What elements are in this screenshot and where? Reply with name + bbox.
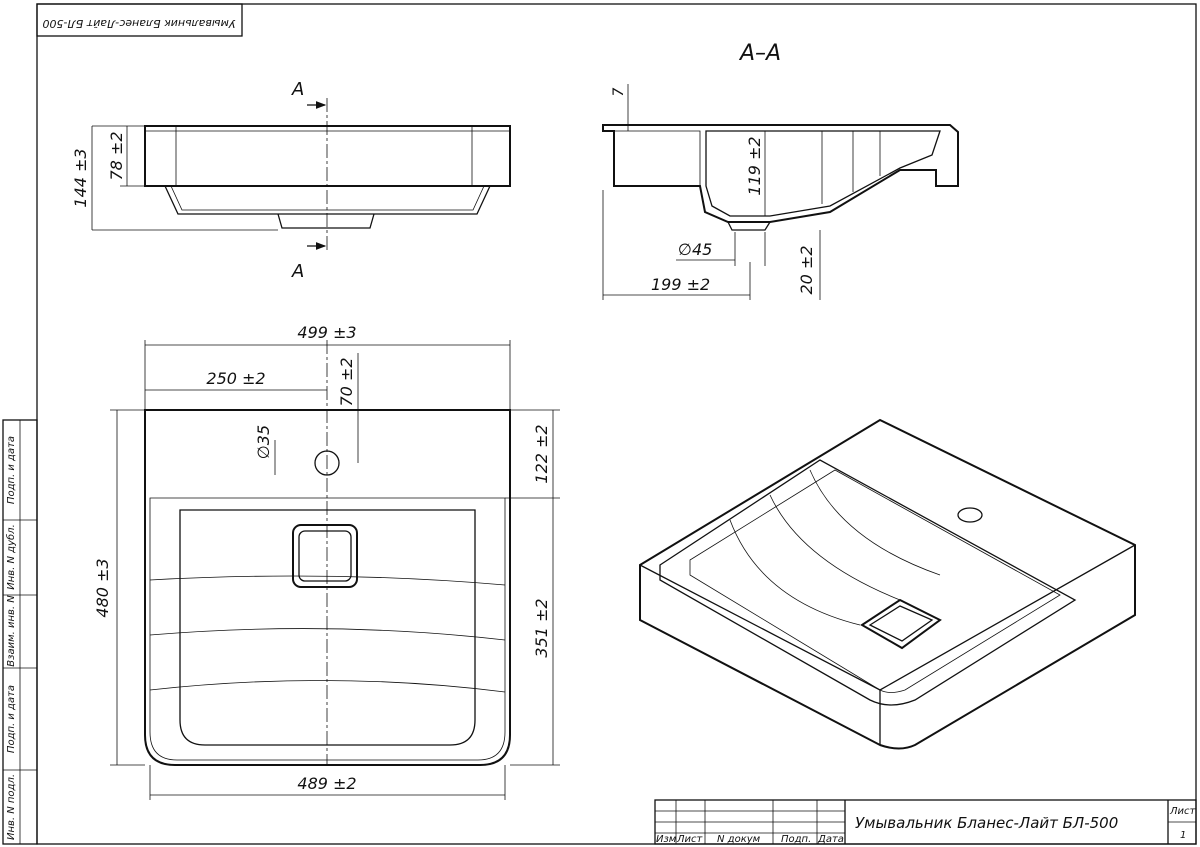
dim-bowl-depth: 351 ±2 — [532, 598, 551, 657]
sheet-number: 1 — [1180, 830, 1186, 841]
dim-total-height: 144 ±3 — [71, 148, 90, 207]
corner-stamp: Умывальник Бланес-Лайт БЛ-500 — [36, 3, 243, 37]
title-block: Изм Лист N докум Подп. Дата Умывальник Б… — [654, 799, 1197, 845]
iso-tap-hole — [957, 507, 983, 523]
cut-mark-bottom: А — [291, 261, 304, 282]
dim-depth: 119 ±2 — [745, 136, 764, 195]
side-view: А А 144 ±3 78 ±2 — [71, 79, 511, 282]
dim-drain-dia: ∅45 — [678, 240, 712, 259]
sheet-label: Лист — [1169, 806, 1197, 817]
dim-depth-total: 480 ±3 — [93, 558, 112, 617]
side-stamp-label-2: Инв. N дубл. — [5, 524, 17, 590]
side-stamp-label-4: Подп. и дата — [6, 685, 17, 753]
dim-rim-height: 78 ±2 — [107, 131, 126, 180]
side-stamp: Подп. и дата Инв. N дубл. Взаим. инв. N … — [2, 419, 38, 845]
col-label-doc: N докум — [717, 834, 761, 845]
isometric-view — [639, 418, 1136, 750]
plan-view: 499 ±3 250 ±2 70 ±2 ∅35 480 ±3 122 ±2 35… — [93, 323, 560, 800]
dim-bottom-width: 489 ±2 — [297, 774, 356, 793]
sheet-frame — [36, 3, 1197, 845]
section-view: А–А 7 119 ±2 ∅45 20 ±2 199 ±2 — [602, 41, 959, 300]
side-stamp-label-5: Инв. N подл. — [6, 774, 17, 840]
corner-stamp-text: Умывальник Бланес-Лайт БЛ-500 — [42, 17, 235, 30]
dim-drain-height: 20 ±2 — [797, 245, 816, 294]
dim-hole-offset-y: 70 ±2 — [337, 357, 356, 406]
section-title: А–А — [738, 41, 781, 66]
dim-drain-offset: 199 ±2 — [651, 275, 710, 294]
dim-hole-dia: ∅35 — [254, 425, 273, 459]
col-label-list: Лист — [676, 834, 704, 845]
side-stamp-label-3: Взаим. инв. N — [6, 595, 17, 667]
dim-width-total: 499 ±3 — [297, 323, 356, 342]
col-label-date: Дата — [817, 834, 844, 845]
dim-back-ledge: 122 ±2 — [532, 424, 551, 483]
col-label-izm: Изм — [656, 834, 677, 845]
side-stamp-label-1: Подп. и дата — [6, 436, 17, 504]
drawing-title: Умывальник Бланес-Лайт БЛ-500 — [855, 814, 1118, 832]
dim-hole-offset-x: 250 ±2 — [206, 369, 265, 388]
cut-mark-top: А — [291, 79, 304, 100]
col-label-sign: Подп. — [781, 834, 811, 845]
dim-wall: 7 — [611, 87, 627, 96]
